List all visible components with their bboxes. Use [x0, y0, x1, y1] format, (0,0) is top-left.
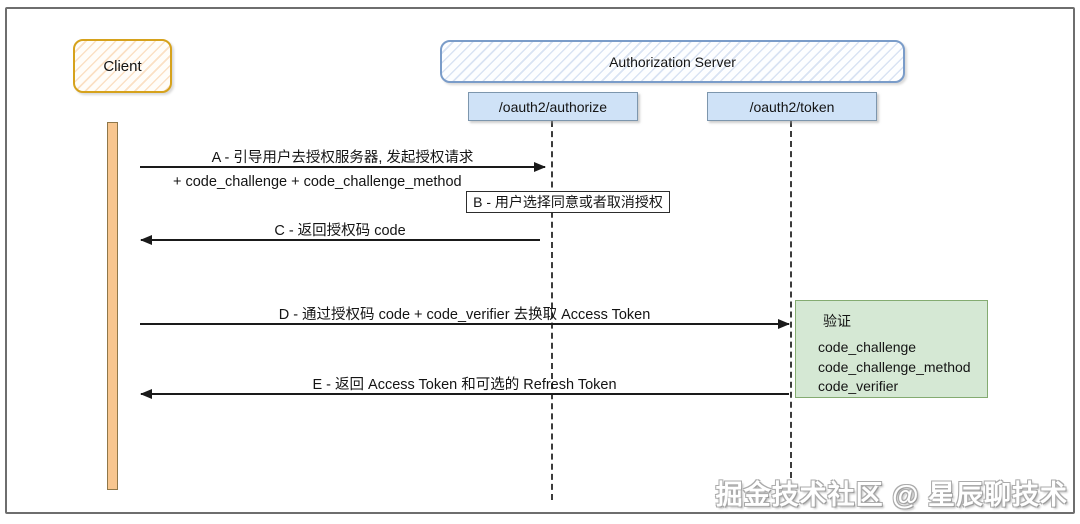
authorize-lifeline [551, 121, 553, 500]
client-actor-box: Client [73, 39, 172, 93]
message-e-label: E - 返回 Access Token 和可选的 Refresh Token [312, 377, 617, 393]
message-d-arrow [140, 319, 790, 329]
verify-note-item: code_challenge [818, 339, 917, 355]
verify-note-title: 验证 [823, 313, 851, 329]
token-endpoint-box: /oauth2/token [707, 92, 877, 121]
diagram-border [5, 7, 1075, 514]
note-b-box: B - 用户选择同意或者取消授权 [466, 191, 670, 213]
message-a-label: A - 引导用户去授权服务器, 发起授权请求 [211, 150, 474, 166]
authorize-endpoint-box: /oauth2/authorize [468, 92, 638, 121]
verify-note-box: 验证 code_challenge code_challenge_method … [795, 300, 988, 398]
authorize-endpoint-label: /oauth2/authorize [498, 98, 608, 115]
note-b-label: B - 用户选择同意或者取消授权 [473, 194, 663, 210]
message-a-sublabel: + code_challenge + code_challenge_method [173, 174, 462, 190]
verify-note-item: code_verifier [818, 378, 899, 394]
auth-server-box: Authorization Server [440, 40, 905, 83]
verify-note-items: code_challenge code_challenge_method cod… [818, 338, 971, 397]
watermark-text: 掘金技术社区 @ 星辰聊技术 [715, 480, 1068, 510]
message-c-label: C - 返回授权码 code [274, 223, 406, 239]
verify-note-item: code_challenge_method [818, 358, 971, 375]
message-c-arrow [140, 235, 540, 245]
auth-server-label: Authorization Server [609, 53, 736, 70]
message-d-label: D - 通过授权码 code + code_verifier 去换取 Acces… [278, 307, 651, 323]
client-actor-label: Client [103, 57, 142, 75]
token-endpoint-label: /oauth2/token [749, 98, 835, 115]
message-e-arrow [140, 389, 789, 399]
token-lifeline [790, 121, 792, 478]
message-a-arrow [140, 162, 546, 172]
client-activation-bar [107, 122, 118, 490]
